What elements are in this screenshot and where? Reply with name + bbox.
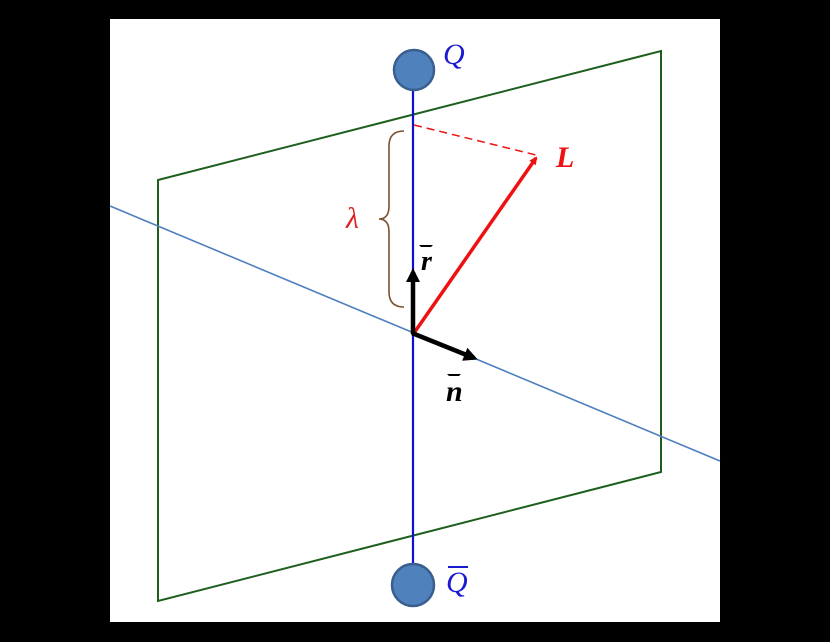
label-lambda: λ (346, 202, 359, 235)
label-Qbar: Q (446, 566, 468, 599)
label-Q: Q (443, 38, 465, 71)
r-hat-text: r (421, 246, 432, 277)
n-hat-vector (411, 330, 478, 361)
L-vector (412, 156, 538, 335)
label-r-hat: r (421, 248, 432, 276)
label-n-hat: n (446, 377, 463, 407)
antiquark-Qbar-sphere (390, 562, 436, 608)
label-Qbar-text: Q (446, 566, 468, 599)
n-hat-text: n (446, 375, 463, 408)
plane-outline (157, 49, 662, 603)
lambda-brace (378, 130, 405, 308)
L-projection-dashed (413, 124, 537, 156)
quark-Q-sphere (392, 48, 436, 92)
label-L: L (556, 141, 575, 174)
